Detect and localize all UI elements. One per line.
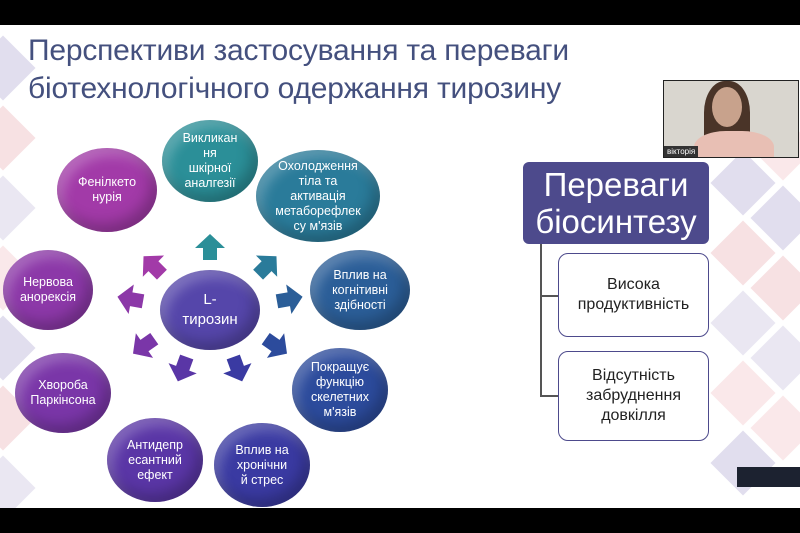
effect-node: Вплив на когнітивні здібності: [310, 250, 410, 330]
center-node-l-tyrosine: L- тирозин: [160, 270, 260, 350]
effect-label: Охолодження тіла та активація метаборефл…: [275, 158, 361, 233]
effect-label: Викликан ня шкірної аналгезії: [182, 131, 238, 190]
participant-name: вікторія: [664, 146, 699, 157]
slide-dark-bar: [737, 467, 800, 487]
effect-node: Нервова анорексія: [3, 250, 93, 330]
arrow-icon: [117, 284, 145, 315]
slide-title-line-2: біотехнологічного одержання тирозину: [28, 72, 561, 105]
arrow-icon: [168, 354, 197, 382]
arrow-icon: [132, 332, 159, 358]
arrow-icon: [275, 284, 303, 315]
participant-video-face: [712, 87, 742, 127]
effect-label: Фенілкето нурія: [77, 175, 137, 204]
arrows-diagram: [117, 234, 303, 382]
effect-label: Вплив на хронічни й стрес: [235, 442, 289, 487]
effect-node: Охолодження тіла та активація метаборефл…: [256, 150, 380, 242]
participant-video-body: [694, 131, 774, 157]
effect-node: Вплив на хронічни й стрес: [214, 423, 310, 507]
webcam-thumbnail[interactable]: вікторія: [663, 80, 799, 158]
effect-node: Покращує функцію скелетних м'язів: [292, 348, 388, 432]
slide-title-line-1: Перспективи застосування та переваги: [28, 34, 569, 67]
connector-line: [540, 395, 558, 397]
effect-label: Хвороба Паркінсона: [30, 378, 96, 407]
advantage-item: Відсутність забруднення довкілля: [558, 351, 709, 441]
arrow-icon: [253, 255, 278, 280]
advantages-header: Переваги біосинтезу: [523, 162, 709, 244]
effect-node: Антидепр есантний ефект: [107, 418, 203, 502]
effect-label: Антидепр есантний ефект: [127, 437, 183, 482]
arrow-icon: [223, 354, 252, 382]
arrow-icon: [142, 255, 167, 280]
effect-node: Хвороба Паркінсона: [15, 353, 111, 433]
effect-label: Вплив на когнітивні здібності: [332, 267, 388, 312]
effect-node: Викликан ня шкірної аналгезії: [162, 120, 258, 202]
arrow-icon: [261, 332, 288, 358]
effect-label: Нервова анорексія: [19, 275, 77, 304]
arrow-icon: [195, 234, 225, 260]
advantage-item: Висока продуктивність: [558, 253, 709, 337]
effect-node: Фенілкето нурія: [57, 148, 157, 232]
effect-label: Покращує функцію скелетних м'язів: [310, 360, 370, 419]
connector-line: [540, 244, 542, 396]
connector-line: [540, 295, 558, 297]
